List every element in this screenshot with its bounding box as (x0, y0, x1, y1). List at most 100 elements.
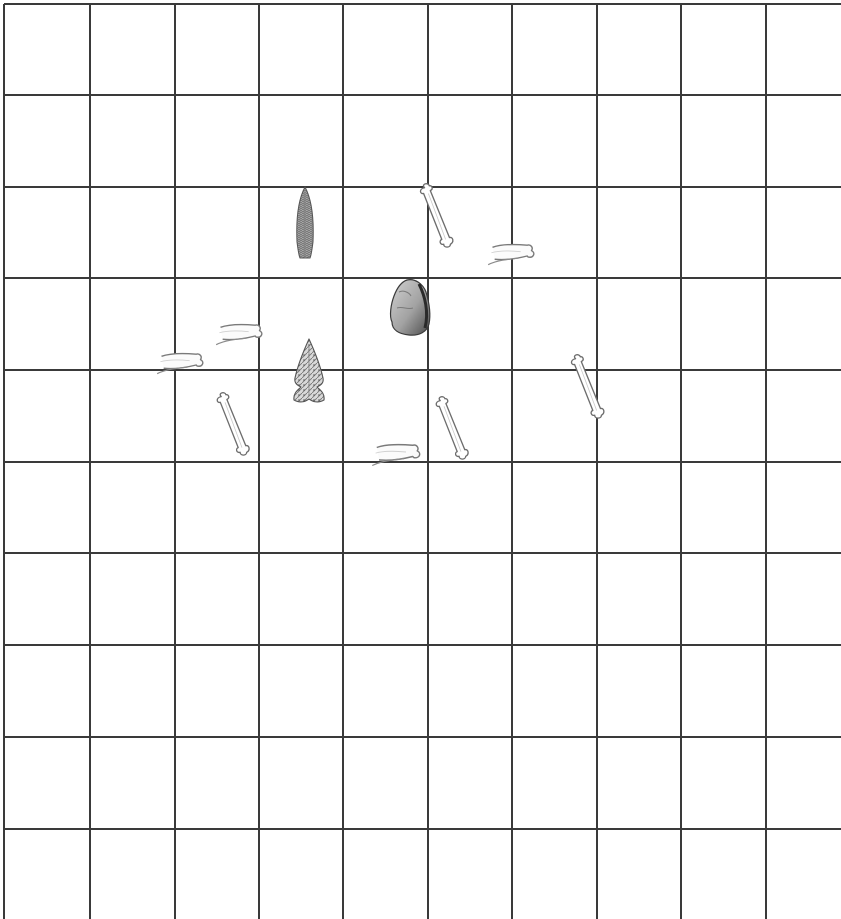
grid-cell[interactable] (175, 829, 259, 919)
grid-cell[interactable] (681, 645, 766, 737)
grid-cell[interactable] (4, 553, 90, 645)
grid-cell[interactable] (512, 462, 597, 553)
grid-cell[interactable] (766, 370, 841, 462)
grid-line-horizontal (4, 3, 841, 5)
grid-cell[interactable] (681, 95, 766, 187)
grid-cell[interactable] (259, 4, 343, 95)
grid-cell[interactable] (681, 553, 766, 645)
grid-cell[interactable] (512, 829, 597, 919)
grid-cell[interactable] (175, 553, 259, 645)
grid-cell[interactable] (766, 4, 841, 95)
grid-cell[interactable] (4, 737, 90, 829)
grid-line-horizontal (4, 94, 841, 96)
grid-cell[interactable] (597, 95, 681, 187)
grid-cell[interactable] (512, 553, 597, 645)
grid-cell[interactable] (512, 645, 597, 737)
grid-cell[interactable] (259, 95, 343, 187)
spearpoint-icon[interactable] (294, 186, 316, 260)
grid-cell[interactable] (766, 737, 841, 829)
grid-cell[interactable] (597, 645, 681, 737)
grid-cell[interactable] (4, 4, 90, 95)
grid-cell[interactable] (343, 737, 428, 829)
grid-cell[interactable] (175, 4, 259, 95)
grid-cell[interactable] (90, 553, 175, 645)
grid-cell[interactable] (681, 462, 766, 553)
grid-cell[interactable] (681, 4, 766, 95)
grid-cell[interactable] (4, 370, 90, 462)
grid-cell[interactable] (597, 829, 681, 919)
grid-cell[interactable] (343, 829, 428, 919)
grid-cell[interactable] (597, 553, 681, 645)
grid-cell[interactable] (766, 278, 841, 370)
long-bone-icon[interactable] (207, 391, 260, 457)
grid-line-horizontal (4, 828, 841, 830)
grid-cell[interactable] (343, 645, 428, 737)
grid-cell[interactable] (766, 95, 841, 187)
grid-cell[interactable] (428, 278, 512, 370)
grid-cell[interactable] (428, 4, 512, 95)
grid-line-horizontal (4, 736, 841, 738)
grid-cell[interactable] (343, 4, 428, 95)
grid-cell[interactable] (766, 645, 841, 737)
grid-cell[interactable] (259, 553, 343, 645)
grid-cell[interactable] (90, 187, 175, 278)
grid-cell[interactable] (428, 95, 512, 187)
grid-cell[interactable] (597, 737, 681, 829)
bone-fragment-icon[interactable] (155, 349, 207, 381)
grid-cell[interactable] (259, 462, 343, 553)
grid-cell[interactable] (175, 462, 259, 553)
grid-cell[interactable] (428, 462, 512, 553)
grid-cell[interactable] (681, 278, 766, 370)
grid-cell[interactable] (4, 95, 90, 187)
grid-cell[interactable] (597, 187, 681, 278)
arrowhead-icon[interactable] (287, 338, 331, 406)
grid-line-horizontal (4, 369, 841, 371)
grid-cell[interactable] (175, 737, 259, 829)
grid-cell[interactable] (343, 553, 428, 645)
long-bone-icon[interactable] (561, 353, 615, 420)
grid-cell[interactable] (766, 553, 841, 645)
grid-cell[interactable] (512, 4, 597, 95)
grid-cell[interactable] (428, 645, 512, 737)
grid-cell[interactable] (343, 95, 428, 187)
grid-cell[interactable] (175, 645, 259, 737)
long-bone-icon[interactable] (426, 395, 479, 461)
grid-cell[interactable] (175, 187, 259, 278)
grid-cell[interactable] (90, 370, 175, 462)
grid-cell[interactable] (766, 462, 841, 553)
grid-cell[interactable] (681, 187, 766, 278)
long-bone-icon[interactable] (409, 182, 465, 249)
grid-cell[interactable] (681, 737, 766, 829)
grid-cell[interactable] (766, 829, 841, 919)
grid-cell[interactable] (4, 278, 90, 370)
bone-fragment-icon[interactable] (214, 320, 266, 352)
grid-cell[interactable] (4, 645, 90, 737)
grid-cell[interactable] (512, 95, 597, 187)
bone-fragment-icon[interactable] (370, 440, 424, 473)
grid-cell[interactable] (90, 829, 175, 919)
grid-cell[interactable] (90, 462, 175, 553)
grid-cell[interactable] (90, 95, 175, 187)
grid-cell[interactable] (90, 4, 175, 95)
grid-cell[interactable] (681, 829, 766, 919)
stone-scraper-icon[interactable] (387, 278, 433, 338)
grid-cell[interactable] (428, 829, 512, 919)
grid-cell[interactable] (175, 95, 259, 187)
grid-cell[interactable] (4, 187, 90, 278)
grid-cell[interactable] (428, 737, 512, 829)
grid-cell[interactable] (90, 645, 175, 737)
grid-cell[interactable] (428, 553, 512, 645)
grid-cell[interactable] (259, 829, 343, 919)
grid-cell[interactable] (597, 4, 681, 95)
grid-cell[interactable] (512, 737, 597, 829)
grid-cell[interactable] (4, 829, 90, 919)
grid-cell[interactable] (766, 187, 841, 278)
grid-cell[interactable] (343, 462, 428, 553)
grid-cell[interactable] (597, 462, 681, 553)
grid-cell[interactable] (259, 645, 343, 737)
grid-cell[interactable] (90, 737, 175, 829)
grid-cell[interactable] (4, 462, 90, 553)
grid-cell[interactable] (681, 370, 766, 462)
bone-fragment-icon[interactable] (486, 240, 538, 272)
grid-cell[interactable] (259, 737, 343, 829)
